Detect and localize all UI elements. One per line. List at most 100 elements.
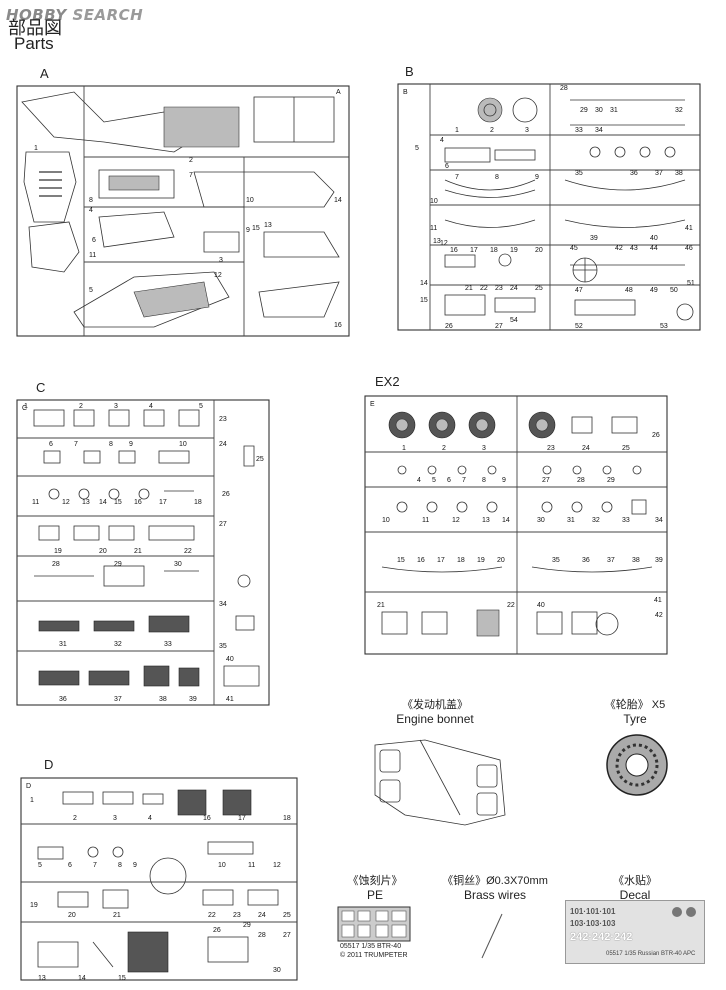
- svg-text:28: 28: [560, 85, 568, 92]
- svg-text:35: 35: [219, 643, 227, 650]
- svg-text:24: 24: [219, 441, 227, 448]
- decal-101-a: 101: [570, 907, 584, 916]
- sprue-d-label: D: [44, 757, 54, 772]
- svg-text:23: 23: [233, 912, 241, 919]
- svg-text:29: 29: [114, 561, 122, 568]
- decal-cn: 《水贴》: [613, 875, 657, 887]
- svg-text:40: 40: [537, 602, 545, 609]
- svg-text:23: 23: [495, 285, 503, 292]
- svg-text:15: 15: [114, 499, 122, 506]
- engine-bonnet-part: [374, 739, 506, 826]
- svg-text:37: 37: [607, 557, 615, 564]
- svg-text:33: 33: [164, 641, 172, 648]
- decal-emblem-icon: [672, 907, 682, 917]
- svg-text:3: 3: [219, 257, 223, 264]
- sprue-a-label: A: [40, 66, 49, 81]
- page-title-cn: 部品図: [8, 18, 62, 39]
- svg-text:16: 16: [450, 247, 458, 254]
- svg-text:19: 19: [477, 557, 485, 564]
- pe-info: 05517 1/35 BTR-40 © 2011 TRUMPETER: [340, 942, 408, 960]
- svg-text:19: 19: [30, 902, 38, 909]
- svg-text:34: 34: [595, 127, 603, 134]
- tyre-cn: 《轮胎》: [604, 699, 649, 711]
- decal-101-c: 101: [602, 907, 616, 916]
- svg-text:9: 9: [502, 477, 506, 484]
- svg-text:35: 35: [552, 557, 560, 564]
- svg-text:34: 34: [219, 601, 227, 608]
- svg-text:42: 42: [655, 612, 663, 619]
- svg-text:24: 24: [510, 285, 518, 292]
- decal-103-c: 103: [602, 919, 616, 928]
- svg-text:30: 30: [595, 107, 603, 114]
- brass-en: Brass wires: [463, 888, 526, 902]
- svg-text:11: 11: [430, 225, 437, 232]
- svg-text:4: 4: [149, 403, 153, 410]
- svg-text:17: 17: [470, 247, 478, 254]
- sprue-d-tag: D: [26, 783, 31, 790]
- svg-text:41: 41: [685, 225, 693, 232]
- svg-text:36: 36: [630, 170, 638, 177]
- svg-text:23: 23: [219, 416, 227, 423]
- svg-text:19: 19: [510, 247, 518, 254]
- svg-text:26: 26: [652, 432, 660, 439]
- svg-text:18: 18: [457, 557, 465, 564]
- svg-text:22: 22: [208, 912, 216, 919]
- svg-text:30: 30: [537, 517, 545, 524]
- svg-text:4: 4: [148, 815, 152, 822]
- svg-text:17: 17: [159, 499, 167, 506]
- svg-text:6: 6: [49, 441, 53, 448]
- decal-242-b: 242: [592, 931, 611, 943]
- pe-line2: © 2011 TRUMPETER: [340, 952, 408, 959]
- svg-text:36: 36: [59, 696, 67, 703]
- svg-text:48: 48: [625, 287, 633, 294]
- svg-text:5: 5: [38, 862, 42, 869]
- svg-text:50: 50: [670, 287, 678, 294]
- svg-text:12: 12: [440, 240, 448, 247]
- svg-text:14: 14: [502, 517, 510, 524]
- svg-text:25: 25: [535, 285, 543, 292]
- svg-text:3: 3: [482, 445, 486, 452]
- svg-text:18: 18: [283, 815, 291, 822]
- svg-text:13: 13: [264, 222, 272, 229]
- svg-text:8: 8: [89, 197, 93, 204]
- svg-text:39: 39: [189, 696, 197, 703]
- svg-text:18: 18: [490, 247, 498, 254]
- svg-text:16: 16: [203, 815, 211, 822]
- svg-text:27: 27: [495, 323, 503, 330]
- svg-text:33: 33: [622, 517, 630, 524]
- svg-text:4: 4: [417, 477, 421, 484]
- svg-text:7: 7: [74, 441, 78, 448]
- svg-text:21: 21: [134, 548, 142, 555]
- svg-text:2: 2: [442, 445, 446, 452]
- svg-text:28: 28: [258, 932, 266, 939]
- svg-text:22: 22: [480, 285, 488, 292]
- svg-text:8: 8: [495, 174, 499, 181]
- svg-text:26: 26: [222, 491, 230, 498]
- svg-text:34: 34: [655, 517, 663, 524]
- svg-text:28: 28: [577, 477, 585, 484]
- svg-text:31: 31: [567, 517, 575, 524]
- svg-text:20: 20: [68, 912, 76, 919]
- svg-text:19: 19: [54, 548, 62, 555]
- svg-text:14: 14: [78, 975, 86, 982]
- svg-text:13: 13: [38, 975, 46, 982]
- svg-text:24: 24: [258, 912, 266, 919]
- svg-text:8: 8: [482, 477, 486, 484]
- svg-text:1: 1: [30, 797, 34, 804]
- svg-text:11: 11: [422, 517, 429, 524]
- sprue-b-label: B: [405, 64, 414, 79]
- svg-text:25: 25: [622, 445, 630, 452]
- svg-text:9: 9: [535, 174, 539, 181]
- svg-text:45: 45: [570, 245, 578, 252]
- sprue-ex2-label: EX2: [375, 374, 400, 389]
- svg-text:39: 39: [590, 235, 598, 242]
- svg-text:41: 41: [226, 696, 234, 703]
- svg-text:32: 32: [114, 641, 122, 648]
- svg-text:47: 47: [575, 287, 583, 294]
- svg-text:42: 42: [615, 245, 623, 252]
- svg-text:40: 40: [650, 235, 658, 242]
- svg-text:1: 1: [402, 445, 406, 452]
- brass-caption: 《铜丝》Ø0.3X70mm Brass wires: [440, 872, 550, 902]
- svg-text:21: 21: [113, 912, 121, 919]
